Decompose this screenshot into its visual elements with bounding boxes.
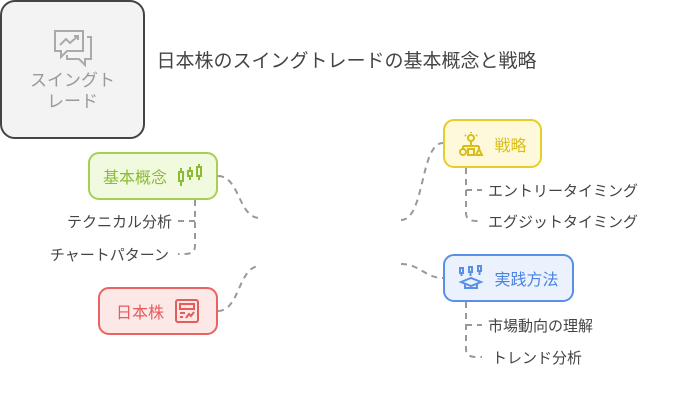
leaf-entry-timing: エントリータイミング xyxy=(488,182,639,200)
node-stocks-label: 日本株 xyxy=(115,303,164,322)
center-label-line1: スイングト xyxy=(30,70,115,91)
connector-strategy-children xyxy=(465,168,482,222)
node-basics[interactable]: 基本概念 xyxy=(88,152,218,200)
connector-basics-children xyxy=(178,200,196,255)
node-strategy[interactable]: 戦略 xyxy=(443,119,542,168)
stock-report-icon xyxy=(175,299,199,323)
node-practice-label: 実践方法 xyxy=(494,270,559,289)
connector-stocks xyxy=(217,265,261,312)
connector-practice xyxy=(400,263,444,279)
center-node: スイングト レード xyxy=(0,0,145,139)
leaf-trend-analysis: トレンド分析 xyxy=(492,349,583,367)
graduation-chart-icon xyxy=(458,265,485,289)
connector-strategy xyxy=(400,142,444,221)
leaf-exit-timing: エグジットタイミング xyxy=(488,213,639,231)
node-practice[interactable]: 実践方法 xyxy=(443,254,574,302)
center-label-line2: レード xyxy=(47,91,98,112)
connector-practice-children xyxy=(465,302,482,358)
node-basics-label: 基本概念 xyxy=(102,168,167,187)
connector-basics xyxy=(217,175,261,219)
node-stocks[interactable]: 日本株 xyxy=(98,287,218,335)
chart-chat-icon xyxy=(53,29,92,67)
candlestick-icon xyxy=(178,164,202,186)
leaf-chart-patterns: チャートパターン xyxy=(49,246,169,264)
leaf-market-trends: 市場動向の理解 xyxy=(488,317,594,335)
node-strategy-label: 戦略 xyxy=(494,135,527,155)
diagram-title: 日本株のスイングトレードの基本概念と戦略 xyxy=(156,50,537,72)
leaf-technical-analysis: テクニカル分析 xyxy=(66,213,172,231)
idea-hierarchy-icon xyxy=(459,131,485,156)
